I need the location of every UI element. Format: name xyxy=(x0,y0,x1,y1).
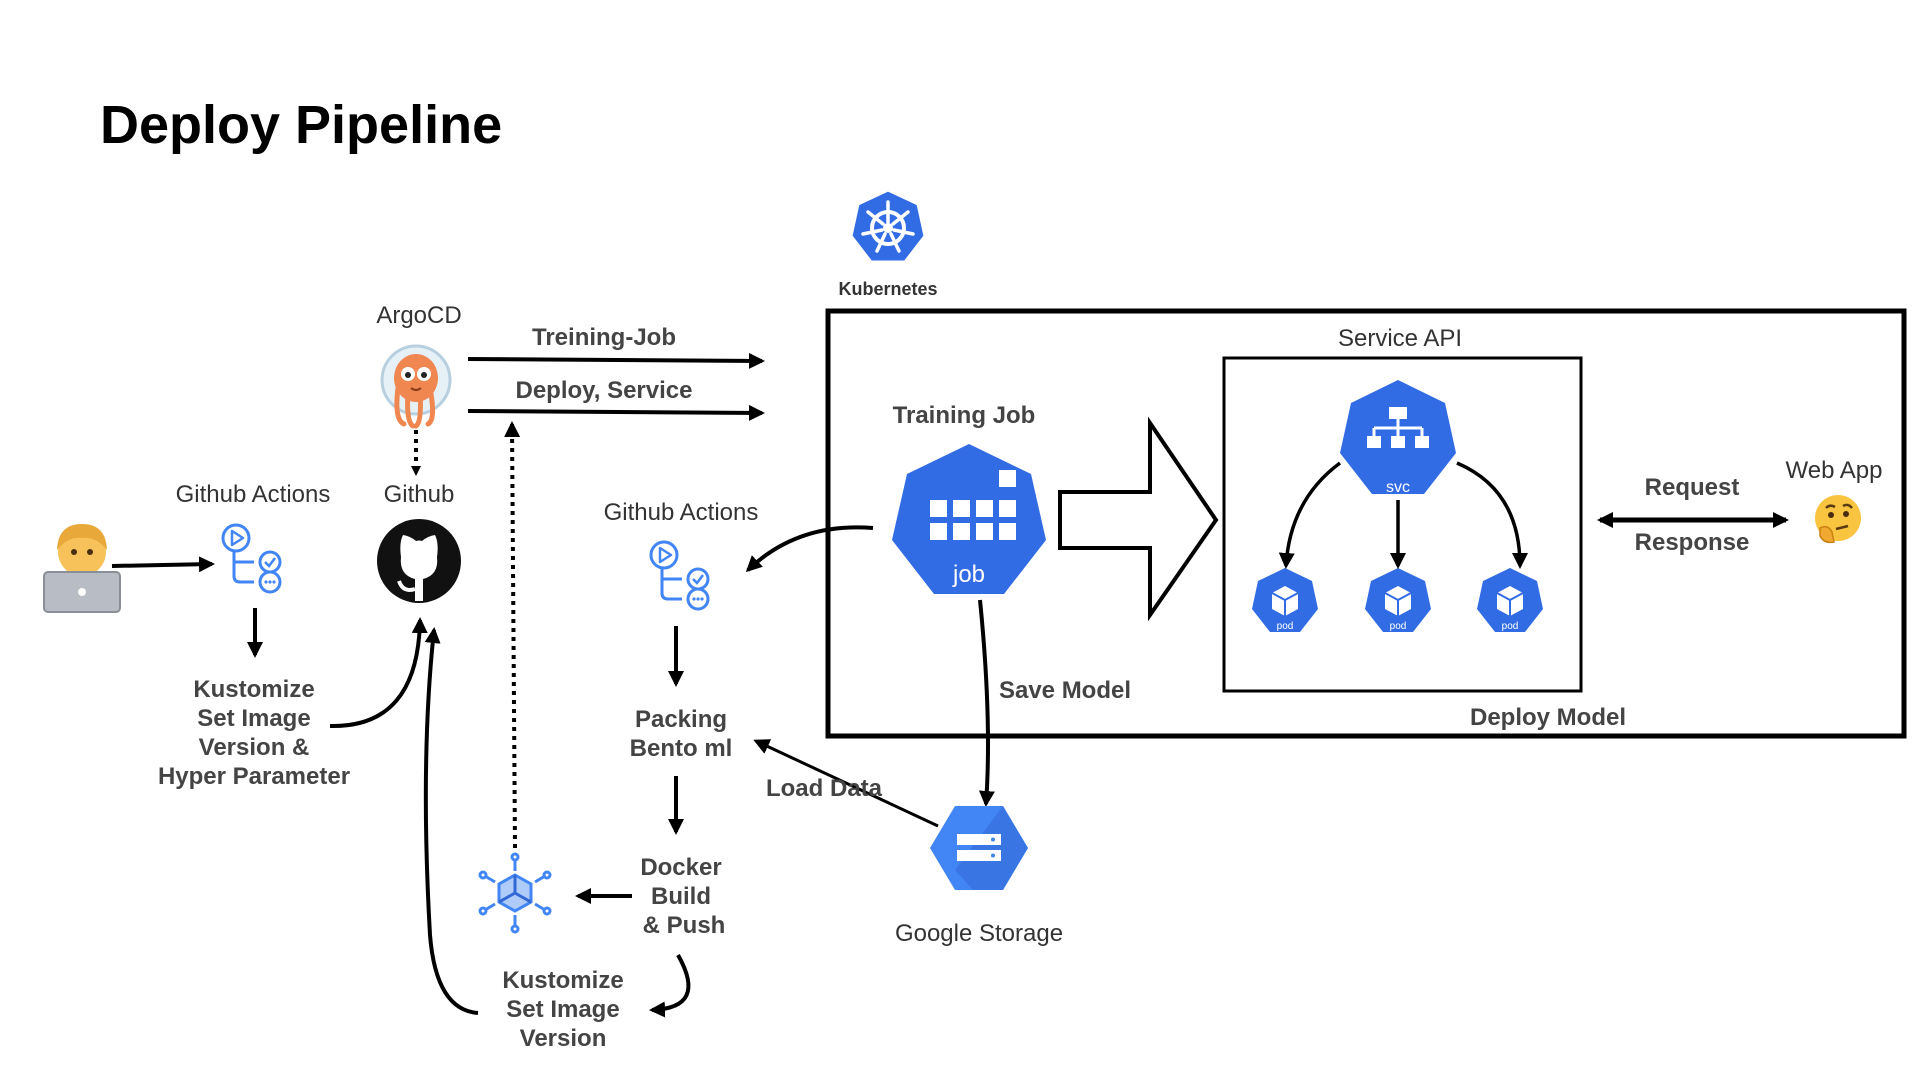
svc-text: svc xyxy=(1386,479,1410,496)
docker-line3: & Push xyxy=(643,912,726,939)
kustomize-left-line4: Hyper Parameter xyxy=(158,763,350,790)
edge-label-deploy-service: Deploy, Service xyxy=(516,377,693,404)
github-actions-mid-icon xyxy=(649,540,710,611)
kustomize-bottom-line3: Version xyxy=(520,1025,607,1052)
arrow-developer-to-actions xyxy=(111,556,215,573)
pod-icon-1 xyxy=(1252,568,1318,632)
packing-line1: Packing xyxy=(635,706,727,733)
github-actions-left-icon xyxy=(221,523,282,594)
argocd-octopus-icon xyxy=(380,344,452,429)
arrow-storage-to-packing xyxy=(753,739,939,828)
deploy-model-label: Deploy Model xyxy=(1470,704,1626,731)
kustomize-bottom-line2: Set Image xyxy=(506,996,619,1023)
arrow-svc-to-pod-1 xyxy=(1278,461,1342,569)
training-job-label: Training Job xyxy=(893,402,1036,429)
arrow-argocd-deploy-service xyxy=(467,404,765,421)
github-actions-mid-label: Github Actions xyxy=(604,499,759,526)
github-octocat-icon xyxy=(377,519,461,603)
kustomize-bottom-line1: Kustomize xyxy=(502,967,623,994)
developer-emoji-icon xyxy=(43,524,121,613)
pod-text-1: pod xyxy=(1277,621,1294,632)
arrow-kustomize-left-to-github xyxy=(329,617,428,729)
arrow-argocd-training-job xyxy=(467,352,765,369)
pod-icon-3 xyxy=(1477,568,1543,632)
arrow-kustomize-bottom-to-github xyxy=(423,627,479,1015)
github-label: Github xyxy=(384,481,455,508)
kubernetes-icon xyxy=(849,188,927,264)
packing-line2: Bento ml xyxy=(630,735,733,762)
service-api-box xyxy=(1222,356,1583,693)
edge-label-training-job: Treining-Job xyxy=(532,324,676,351)
page-title: Deploy Pipeline xyxy=(100,95,502,155)
argocd-label: ArgoCD xyxy=(376,302,461,329)
arrow-training-job-to-actions xyxy=(745,525,874,573)
edge-label-request: Request xyxy=(1645,474,1740,501)
training-job-icon-text: job xyxy=(952,561,985,588)
arrow-training-job-to-storage xyxy=(978,599,995,807)
kustomize-left-line1: Kustomize xyxy=(193,676,314,703)
service-api-label: Service API xyxy=(1338,325,1462,352)
google-storage-label: Google Storage xyxy=(895,920,1063,947)
edge-label-response: Response xyxy=(1635,529,1750,556)
docker-line1: Docker xyxy=(640,854,721,881)
svc-icon xyxy=(1340,380,1456,494)
web-app-label: Web App xyxy=(1786,457,1883,484)
docker-line2: Build xyxy=(651,883,711,910)
edge-label-save-model: Save Model xyxy=(999,677,1131,704)
thinking-face-emoji-icon xyxy=(1815,495,1861,544)
kustomize-left-line3: Version & xyxy=(199,734,310,761)
arrow-svc-to-pod-3 xyxy=(1456,461,1528,569)
pod-icon-2 xyxy=(1365,568,1431,632)
kubernetes-label: Kubernetes xyxy=(838,279,937,299)
github-actions-left-label: Github Actions xyxy=(176,481,331,508)
kubernetes-cluster-box xyxy=(825,308,1907,739)
pod-text-2: pod xyxy=(1390,621,1407,632)
edge-label-load-data: Load Data xyxy=(766,775,883,802)
cloud-storage-icon xyxy=(930,806,1028,890)
big-deploy-arrow xyxy=(1058,416,1219,622)
training-job-icon xyxy=(892,444,1046,594)
arrow-registry-to-argocd-dotted xyxy=(504,421,521,849)
pod-text-3: pod xyxy=(1502,621,1519,632)
artifact-registry-icon xyxy=(478,852,552,934)
arrow-docker-to-kustomize-bottom xyxy=(649,954,691,1018)
kustomize-left-line2: Set Image xyxy=(197,705,310,732)
